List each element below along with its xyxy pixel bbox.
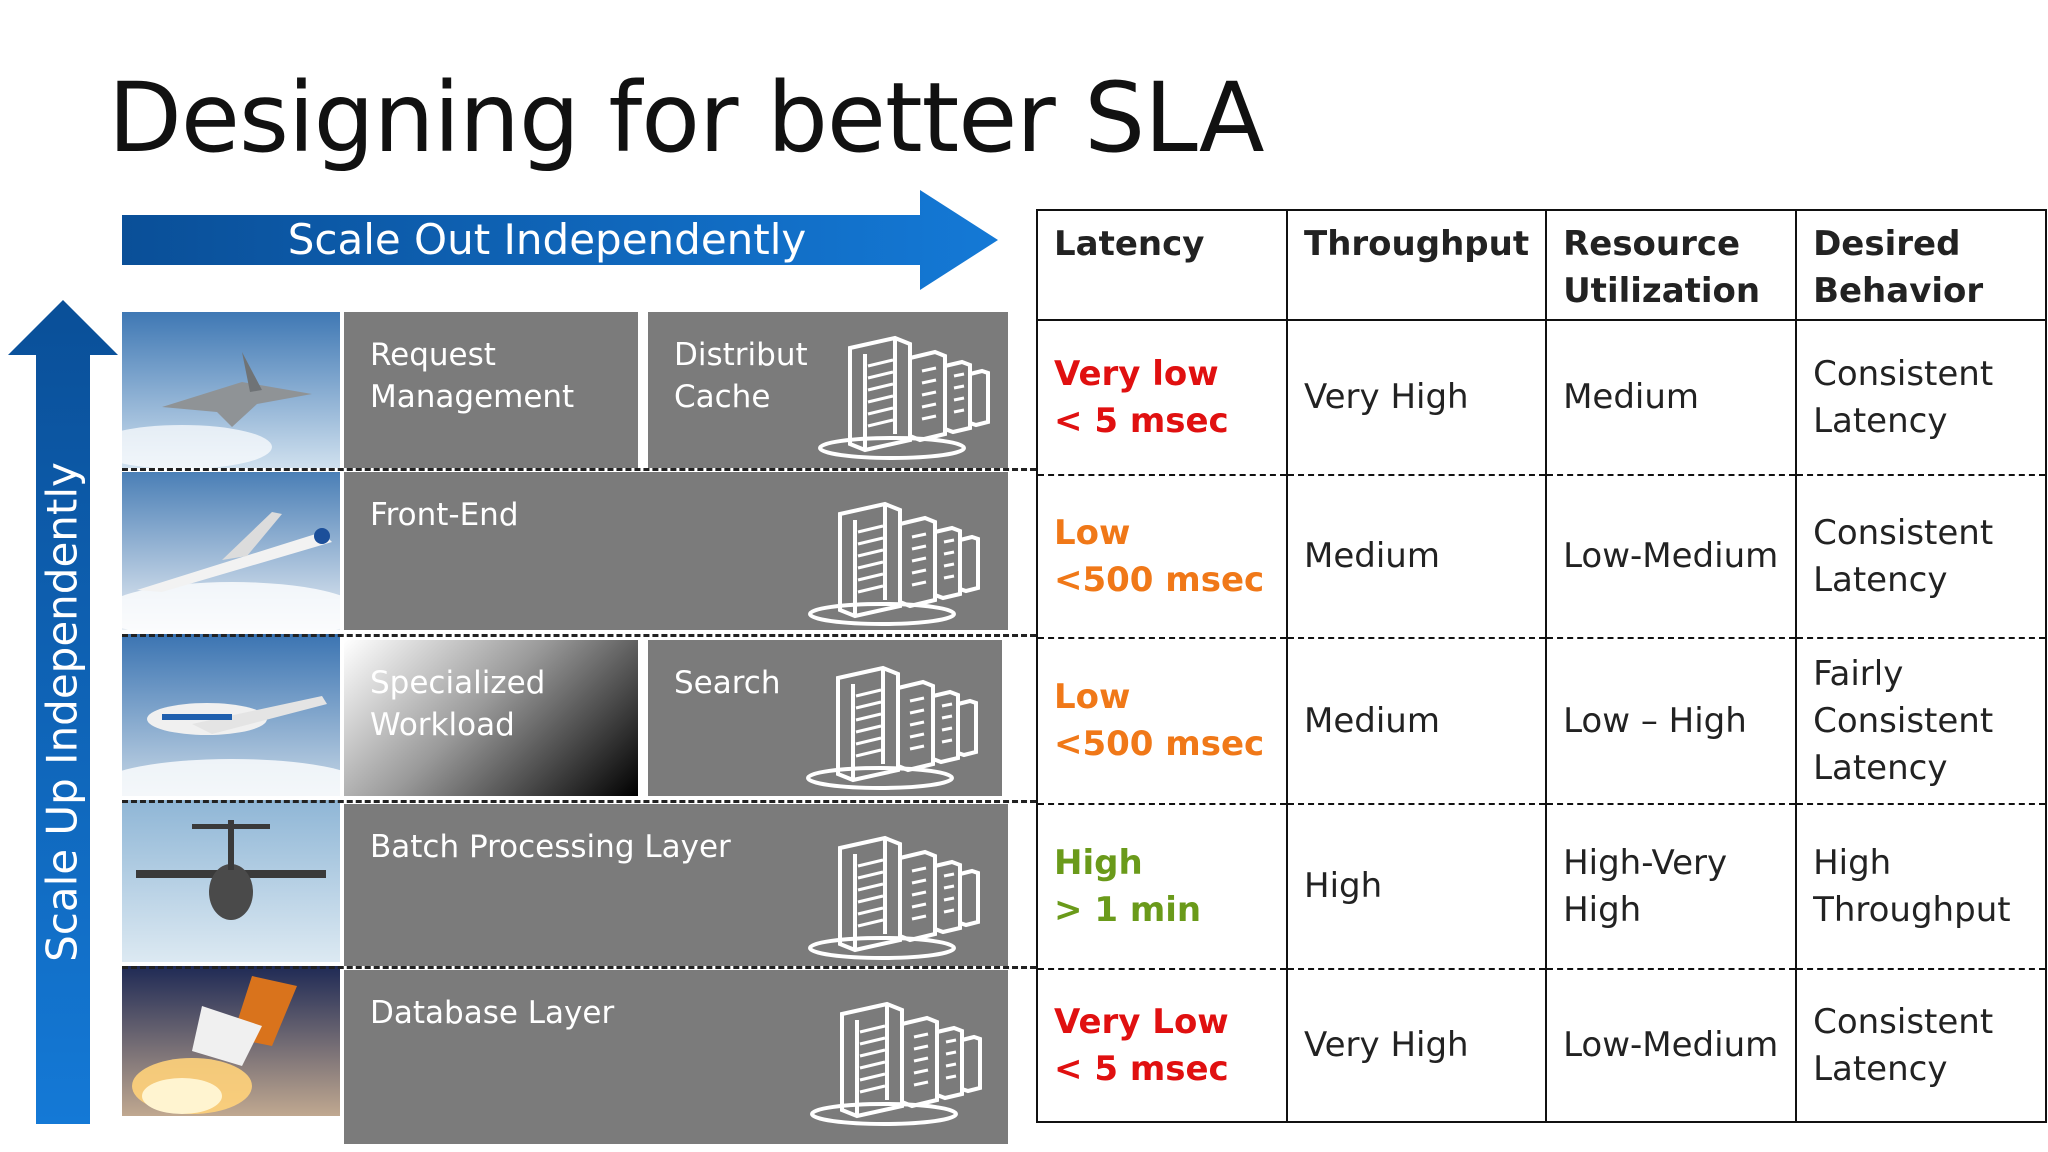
request-management-block: Request Management xyxy=(344,312,638,468)
scale-up-label: Scale Up Independently xyxy=(37,462,87,962)
database-layer-block: Database Layer xyxy=(344,970,1008,1144)
table-row: Low <500 msec Medium Low – High Fairly C… xyxy=(1036,637,2048,805)
latency-cell: Low <500 msec xyxy=(1036,637,1288,805)
scale-out-label: Scale Out Independently xyxy=(287,215,807,264)
row-divider xyxy=(122,800,1036,803)
front-end-label: Front-End xyxy=(370,497,519,533)
header-latency: Latency xyxy=(1036,209,1288,321)
utilization-cell: Medium xyxy=(1545,319,1798,476)
behavior-cell: Fairly Consistent Latency xyxy=(1795,637,2048,805)
batch-processing-label: Batch Processing Layer xyxy=(370,829,731,865)
sla-table: Latency Throughput Resource Utilization … xyxy=(1036,209,2048,1123)
airliner-icon xyxy=(122,472,340,630)
space-shuttle-icon xyxy=(122,966,340,1116)
latency-cell: Very low < 5 msec xyxy=(1036,319,1288,476)
row-divider xyxy=(122,634,1036,637)
server-rack-icon xyxy=(808,501,980,626)
throughput-cell: Medium xyxy=(1285,474,1548,639)
utilization-cell: Low-Medium xyxy=(1545,474,1798,639)
throughput-cell: Medium xyxy=(1285,637,1548,805)
table-row: Very Low < 5 msec Very High Low-Medium C… xyxy=(1036,968,2048,1123)
header-throughput: Throughput xyxy=(1285,209,1548,321)
behavior-cell: Consistent Latency xyxy=(1795,968,2048,1123)
specialized-workload-block: Specialized Workload xyxy=(344,640,638,796)
behavior-cell: High Throughput xyxy=(1795,803,2048,970)
table-row: High > 1 min High High-Very High High Th… xyxy=(1036,803,2048,970)
specialized-workload-label: Specialized Workload xyxy=(370,665,546,743)
cargo-plane-icon xyxy=(122,800,340,962)
distributed-cache-label: Distribut Cache xyxy=(674,337,808,415)
server-rack-icon xyxy=(806,665,978,790)
behavior-cell: Consistent Latency xyxy=(1795,474,2048,639)
server-rack-icon xyxy=(818,335,990,460)
throughput-cell: Very High xyxy=(1285,319,1548,476)
throughput-cell: High xyxy=(1285,803,1548,970)
table-row: Low <500 msec Medium Low-Medium Consiste… xyxy=(1036,474,2048,639)
behavior-cell: Consistent Latency xyxy=(1795,319,2048,476)
scale-out-arrow-icon xyxy=(122,190,998,290)
latency-cell: Low <500 msec xyxy=(1036,474,1288,639)
server-rack-icon xyxy=(810,1001,982,1126)
page-title: Designing for better SLA xyxy=(108,62,1265,174)
row-divider xyxy=(122,468,1036,471)
jumbo-jet-icon xyxy=(122,634,340,796)
latency-cell: High > 1 min xyxy=(1036,803,1288,970)
scale-up-arrow-icon xyxy=(8,300,118,1124)
utilization-cell: High-Very High xyxy=(1545,803,1798,970)
server-rack-icon xyxy=(808,835,980,960)
utilization-cell: Low – High xyxy=(1545,637,1798,805)
utilization-cell: Low-Medium xyxy=(1545,968,1798,1123)
header-desired-behavior: Desired Behavior xyxy=(1795,209,2048,321)
table-row: Very low < 5 msec Very High Medium Consi… xyxy=(1036,319,2048,476)
database-layer-label: Database Layer xyxy=(370,995,615,1031)
throughput-cell: Very High xyxy=(1285,968,1548,1123)
row-divider xyxy=(122,966,1036,969)
fighter-jet-icon xyxy=(122,312,340,468)
header-resource-utilization: Resource Utilization xyxy=(1545,209,1798,321)
latency-cell: Very Low < 5 msec xyxy=(1036,968,1288,1123)
search-label: Search xyxy=(674,665,781,701)
request-management-label: Request Management xyxy=(370,337,575,415)
